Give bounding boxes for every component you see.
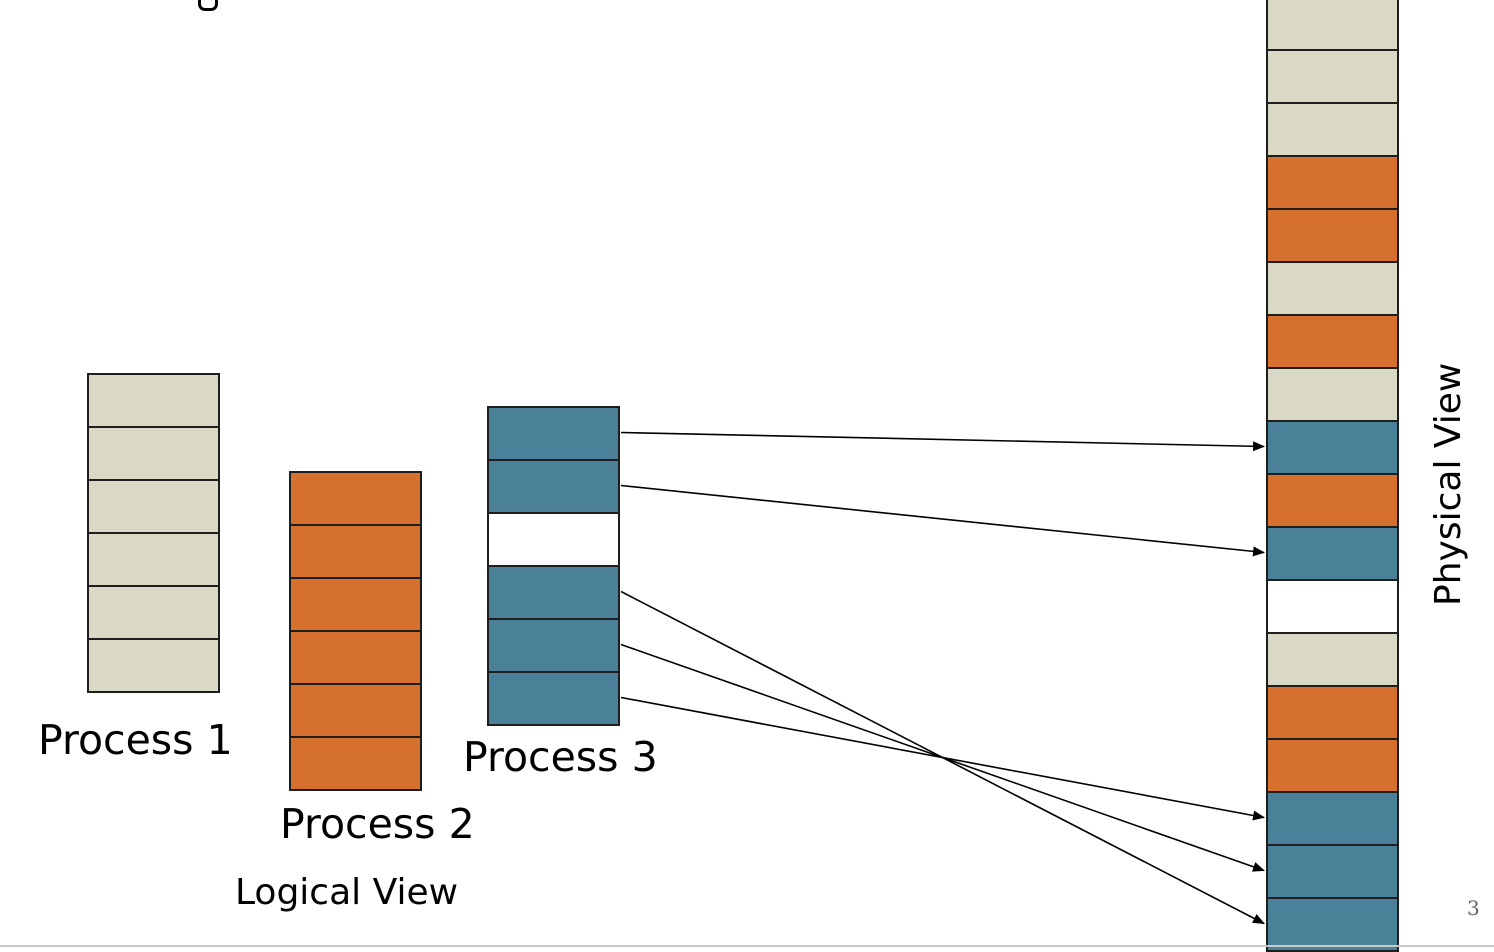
process-1-page-1 bbox=[87, 373, 220, 428]
process-1-label: Process 1 bbox=[38, 716, 233, 764]
physical-frame-15 bbox=[1266, 738, 1399, 793]
physical-memory-stack bbox=[1266, 0, 1399, 952]
physical-frame-2 bbox=[1266, 49, 1399, 104]
process-2-page-3 bbox=[289, 577, 422, 632]
title-fragment-glyph bbox=[198, 0, 218, 11]
process-3-page-5 bbox=[487, 618, 620, 673]
process-1-page-6 bbox=[87, 638, 220, 693]
mapping-arrow-1 bbox=[620, 431, 1265, 452]
process-1-stack bbox=[87, 373, 220, 693]
physical-frame-5 bbox=[1266, 208, 1399, 263]
process-1-page-4 bbox=[87, 532, 220, 587]
physical-frame-8 bbox=[1266, 367, 1399, 422]
physical-frame-9 bbox=[1266, 420, 1399, 475]
mapping-arrow-2 bbox=[620, 484, 1265, 557]
physical-frame-11 bbox=[1266, 526, 1399, 581]
process-1-page-5 bbox=[87, 585, 220, 640]
physical-view-label: Physical View bbox=[1428, 362, 1469, 606]
process-2-page-5 bbox=[289, 683, 422, 738]
process-1-page-3 bbox=[87, 479, 220, 534]
process-3-label: Process 3 bbox=[463, 733, 658, 781]
physical-frame-6 bbox=[1266, 261, 1399, 316]
physical-frame-18 bbox=[1266, 897, 1399, 952]
process-2-stack bbox=[289, 471, 422, 791]
process-3-page-4 bbox=[487, 565, 620, 620]
physical-frame-12 bbox=[1266, 579, 1399, 634]
physical-frame-17 bbox=[1266, 844, 1399, 899]
physical-frame-3 bbox=[1266, 102, 1399, 157]
process-3-page-6 bbox=[487, 671, 620, 726]
page-number: 3 bbox=[1467, 896, 1480, 920]
process-2-page-2 bbox=[289, 524, 422, 579]
physical-frame-7 bbox=[1266, 314, 1399, 369]
process-3-page-1 bbox=[487, 406, 620, 461]
physical-frame-4 bbox=[1266, 155, 1399, 210]
process-3-stack bbox=[487, 406, 620, 726]
process-2-label: Process 2 bbox=[280, 800, 475, 848]
physical-frame-13 bbox=[1266, 632, 1399, 687]
mapping-arrow-3 bbox=[620, 590, 1265, 925]
mapping-arrow-5 bbox=[620, 696, 1265, 821]
physical-frame-10 bbox=[1266, 473, 1399, 528]
process-2-page-4 bbox=[289, 630, 422, 685]
process-2-page-1 bbox=[289, 471, 422, 526]
physical-frame-1 bbox=[1266, 0, 1399, 51]
footer-rule bbox=[0, 945, 1494, 947]
logical-view-label: Logical View bbox=[235, 872, 459, 913]
physical-frame-14 bbox=[1266, 685, 1399, 740]
mapping-arrow-4 bbox=[620, 643, 1265, 872]
process-1-page-2 bbox=[87, 426, 220, 481]
process-3-page-3 bbox=[487, 512, 620, 567]
process-3-page-2 bbox=[487, 459, 620, 514]
physical-frame-16 bbox=[1266, 791, 1399, 846]
process-2-page-6 bbox=[289, 736, 422, 791]
